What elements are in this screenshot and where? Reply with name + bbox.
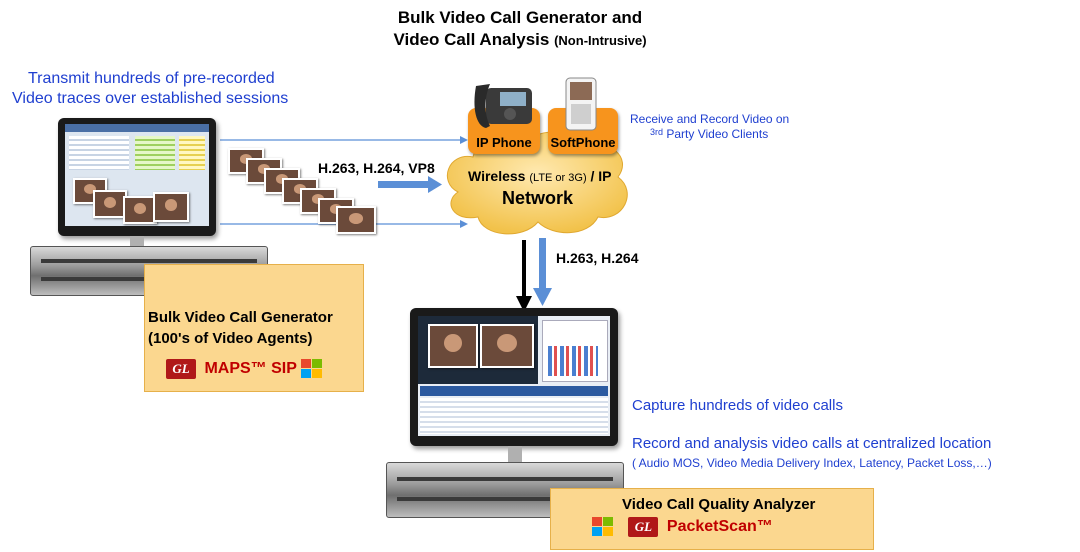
receive-line2: 3rd Party Video Clients	[650, 127, 768, 141]
codecs-top-label: H.263, H.264, VP8	[318, 160, 435, 176]
title-line1: Bulk Video Call Generator and	[397, 8, 643, 27]
screen-video-thumb	[93, 190, 127, 218]
video-trace-thumb	[336, 206, 376, 234]
generator-subtitle: (100's of Video Agents)	[148, 330, 313, 347]
mobile-phone-icon	[565, 77, 597, 131]
monitor-stand	[130, 236, 144, 246]
title-line2: Video Call Analysis (Non-Intrusive)	[0, 30, 1040, 50]
title-main: Video Call Analysis	[393, 30, 550, 49]
generator-product: GL MAPS™ SIP	[166, 359, 323, 379]
screen-video-thumb	[153, 192, 189, 222]
down-arrow-head	[533, 288, 552, 306]
gl-logo: GL	[166, 359, 196, 379]
link-bottom-head	[460, 220, 468, 228]
wireless-label: Wireless	[468, 168, 526, 184]
analyzer-product: GL PacketScan™	[592, 517, 773, 537]
screen-video-thumb	[123, 196, 157, 224]
analyzer-screen	[418, 316, 610, 436]
monitor-stand	[508, 446, 522, 462]
packetscan-label: PacketScan™	[666, 518, 773, 535]
capture-line-head	[516, 296, 532, 312]
softphone-label: SoftPhone	[550, 135, 616, 150]
down-arrow-body	[539, 238, 546, 290]
network-wireless: Wireless (LTE or 3G) / IP	[468, 168, 612, 184]
codec-arrow-body	[378, 181, 428, 188]
network-label: Network	[502, 188, 574, 208]
generator-monitor	[58, 118, 216, 236]
analyzer-title: Video Call Quality Analyzer	[622, 496, 816, 513]
receive-sup: 3rd	[650, 127, 664, 137]
screen-video-thumb	[480, 324, 534, 368]
codecs-down-label: H.263, H.264	[556, 250, 639, 266]
receive-line1: Receive and Record Video on	[630, 112, 790, 126]
wireless-sub-label: (LTE or 3G)	[529, 172, 587, 184]
generator-title: Bulk Video Call Generator	[148, 309, 333, 326]
codec-arrow-head	[428, 176, 442, 193]
transmit-line1: Transmit hundreds of pre-recorded	[28, 70, 275, 87]
analyzer-monitor	[410, 308, 618, 446]
ip-phone-label: IP Phone	[476, 135, 532, 150]
windows-icon	[301, 359, 323, 379]
transmit-line2: Video traces over established sessions	[12, 90, 289, 107]
screen-video-thumb	[428, 324, 478, 368]
gl-logo: GL	[628, 517, 659, 537]
windows-icon	[592, 517, 614, 537]
record-text: Record and analysis video calls at centr…	[632, 435, 992, 452]
receive-text: Party Video Clients	[666, 127, 769, 141]
maps-sip-label: MAPS™ SIP	[204, 360, 297, 377]
title-sub: (Non-Intrusive)	[554, 33, 647, 48]
generator-screen	[65, 124, 209, 226]
metrics-text: ( Audio MOS, Video Media Delivery Index,…	[632, 456, 992, 470]
ip-label: / IP	[590, 168, 612, 184]
capture-text: Capture hundreds of video calls	[632, 397, 843, 414]
ip-phone-icon	[474, 84, 532, 128]
link-top-head	[460, 136, 468, 144]
